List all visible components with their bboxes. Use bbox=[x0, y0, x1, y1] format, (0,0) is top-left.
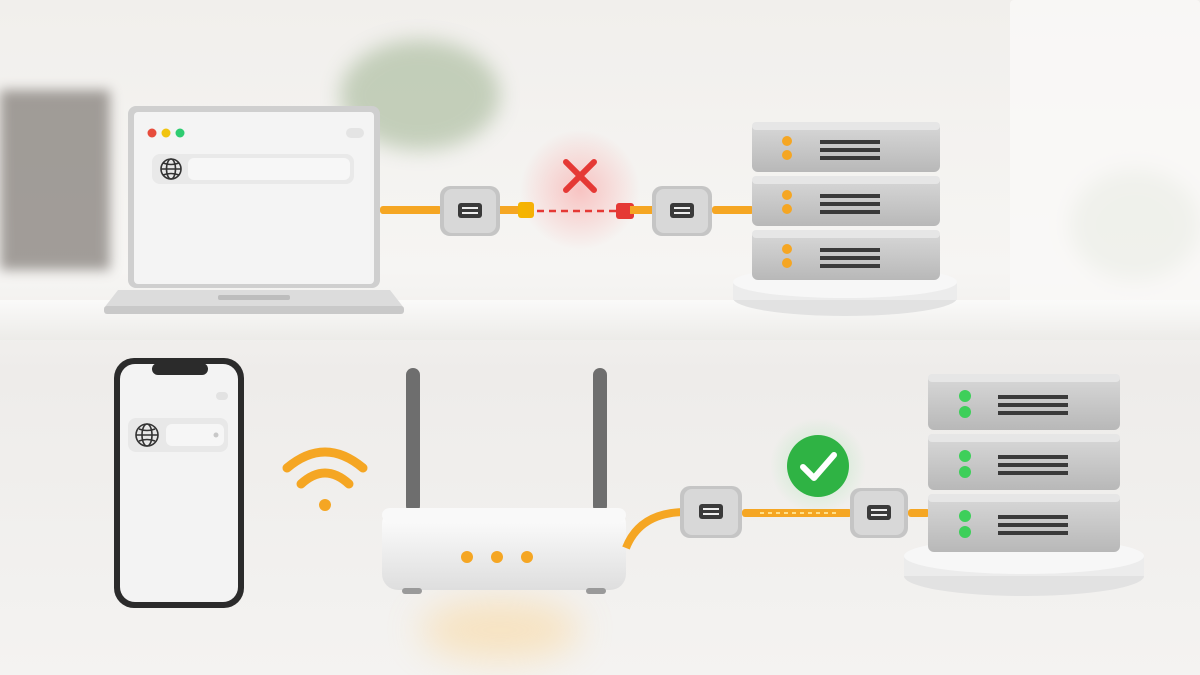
server-unit-1 bbox=[752, 122, 940, 172]
background-window bbox=[1010, 0, 1200, 330]
server-unit-4 bbox=[928, 374, 1120, 430]
plug-right-red bbox=[616, 203, 634, 219]
router-led-2 bbox=[491, 551, 503, 563]
router-led-3 bbox=[521, 551, 533, 563]
router-reflection bbox=[420, 600, 580, 660]
wifi-icon bbox=[282, 447, 368, 511]
server-unit-5 bbox=[928, 434, 1120, 490]
smartphone bbox=[114, 358, 244, 608]
cable-laptop bbox=[380, 206, 442, 214]
cable-connector-left bbox=[440, 186, 500, 236]
router-antenna-left bbox=[406, 368, 420, 513]
server-unit-3 bbox=[752, 230, 940, 280]
router-antenna-right bbox=[593, 368, 607, 513]
x-mark-icon bbox=[563, 159, 597, 193]
laptop bbox=[104, 106, 404, 314]
router bbox=[382, 368, 626, 594]
server-stack-top bbox=[733, 122, 957, 316]
cable-connector-right bbox=[652, 186, 712, 236]
window-minimize-dot-icon bbox=[161, 128, 171, 138]
router-led-1 bbox=[461, 551, 473, 563]
check-circle-icon bbox=[787, 435, 849, 497]
server-unit-2 bbox=[752, 176, 940, 226]
window-close-dot-icon bbox=[147, 128, 157, 138]
error-glow bbox=[520, 130, 640, 250]
server-unit-6 bbox=[928, 494, 1120, 552]
globe-icon bbox=[160, 158, 182, 180]
cable-connector-server bbox=[850, 488, 908, 538]
cable-connector-router bbox=[680, 486, 742, 538]
background-shelf bbox=[0, 90, 110, 270]
window-maximize-dot-icon bbox=[175, 128, 185, 138]
server-stack-bottom bbox=[904, 374, 1144, 596]
globe-icon bbox=[135, 423, 159, 447]
cable-router bbox=[622, 508, 687, 550]
